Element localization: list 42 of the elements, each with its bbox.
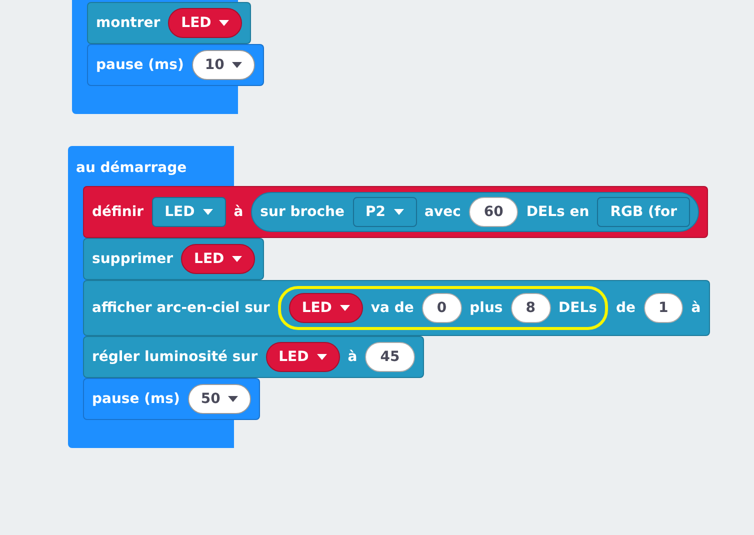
block-label: afficher arc-en-ciel sur <box>92 300 270 316</box>
loop-block <box>72 0 264 114</box>
number-field: 1 <box>644 293 684 323</box>
number-field: 0 <box>422 293 462 323</box>
dropdown: LED <box>288 293 363 323</box>
statement-block <box>83 378 260 420</box>
dropdown: LED <box>152 197 226 227</box>
block-label: sur broche <box>260 204 345 220</box>
block-label: DELs <box>558 300 597 316</box>
statement-block <box>87 44 264 86</box>
block-label: à <box>691 300 701 316</box>
statement-block <box>87 2 252 44</box>
dropdown: LED <box>181 244 256 274</box>
number-field: 45 <box>365 342 415 372</box>
reporter-block <box>278 286 608 330</box>
dropdown: 10 <box>192 50 256 80</box>
statement-block <box>83 238 264 280</box>
block-label: DELs en <box>526 204 590 220</box>
block-label: définir <box>92 204 144 220</box>
dropdown: LED <box>266 342 340 372</box>
block-label: pause (ms) <box>96 57 184 73</box>
block-label: plus <box>470 300 503 316</box>
block-label: va de <box>370 300 414 316</box>
block-label: à <box>234 204 244 220</box>
statement-block <box>83 280 710 336</box>
block-label: avec <box>424 204 461 220</box>
dropdown: P2 <box>352 197 417 227</box>
statement-block <box>83 186 708 238</box>
block-label: à <box>348 349 358 365</box>
dropdown: LED <box>168 8 242 38</box>
block-label: supprimer <box>92 251 174 267</box>
block-label: de <box>616 300 636 316</box>
reporter-block <box>251 192 700 232</box>
dropdown: RGB (for <box>597 197 690 227</box>
block-label: au démarrage <box>75 159 188 178</box>
statement-block <box>83 336 424 378</box>
number-field: 60 <box>468 197 518 227</box>
block-label: régler luminosité sur <box>92 349 258 365</box>
block-label: pause (ms) <box>92 391 180 407</box>
number-field: 8 <box>510 293 551 323</box>
dropdown: 50 <box>188 384 252 414</box>
block-label: montrer <box>96 15 160 31</box>
